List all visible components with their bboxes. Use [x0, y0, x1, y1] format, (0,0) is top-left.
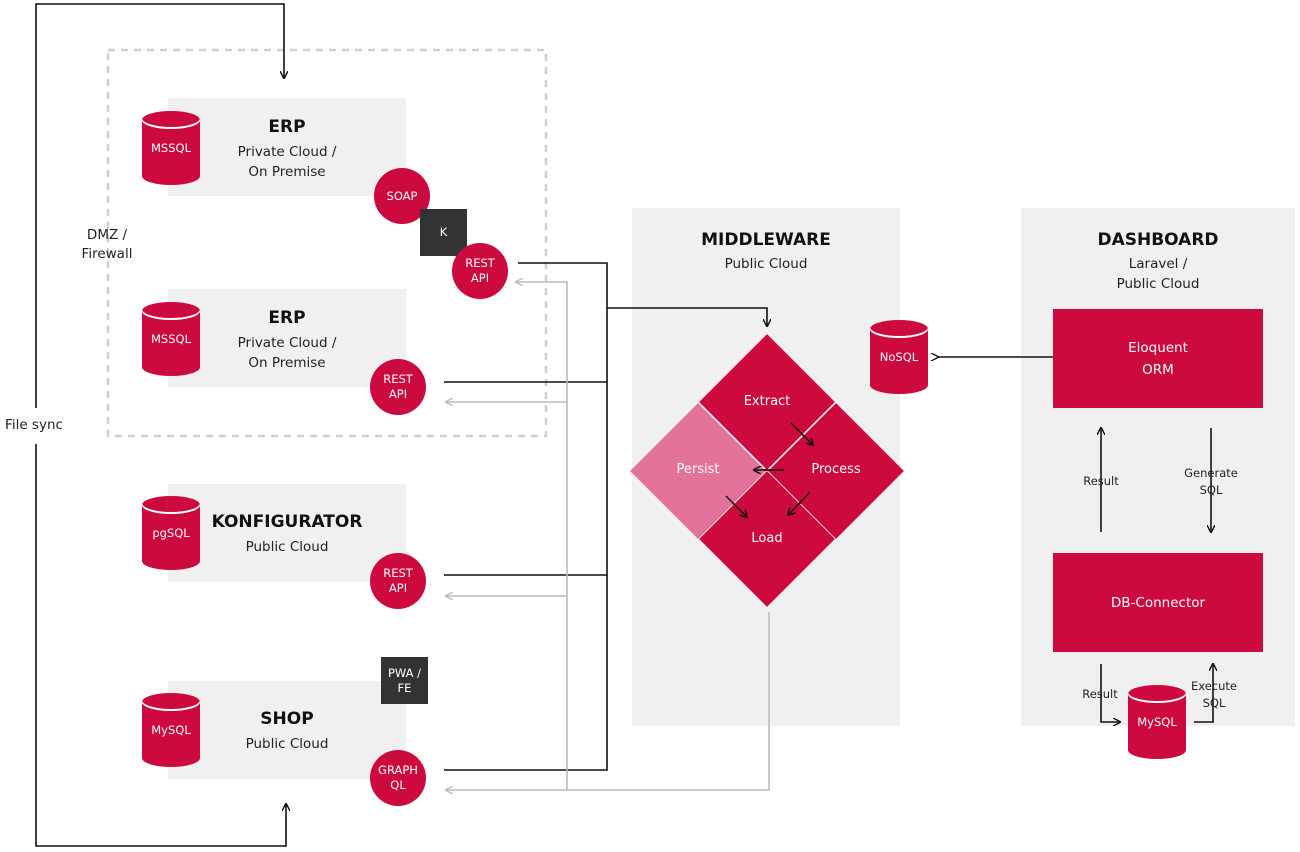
erp1-database-icon: MSSQL: [142, 111, 200, 185]
dmz-label-line1: DMZ /: [86, 227, 128, 243]
result-lower-label: Result: [1082, 687, 1118, 701]
dashboard-mysql-database-icon: MySQL: [1128, 685, 1186, 759]
dashboard-subtitle-line1: Laravel /: [1128, 256, 1188, 272]
dashboard-title: DASHBOARD: [1097, 230, 1219, 250]
shop-panel: [168, 681, 406, 779]
shop-database-icon: MySQL: [142, 693, 200, 767]
process-label: Process: [811, 462, 861, 477]
erp1-k-box: K: [420, 209, 467, 256]
shop-subtitle: Public Cloud: [245, 736, 329, 752]
result-upper-label: Result: [1083, 474, 1119, 488]
erp2-panel: [168, 289, 406, 387]
erp1-subtitle-line2: On Premise: [248, 164, 326, 180]
db-connector-box: DB-Connector: [1053, 553, 1263, 652]
execute-sql-label-line1: Execute: [1191, 679, 1237, 693]
konfigurator-database-icon: pgSQL: [142, 496, 200, 570]
generate-sql-label-line2: SQL: [1199, 483, 1223, 497]
erp2-subtitle-line2: On Premise: [248, 355, 326, 371]
file-sync-label: File sync: [0, 415, 68, 435]
erp2-title: ERP: [268, 308, 306, 328]
konfigurator-subtitle: Public Cloud: [245, 539, 329, 555]
load-label: Load: [751, 531, 783, 546]
dmz-label-line2: Firewall: [81, 246, 133, 262]
erp1-title: ERP: [268, 117, 306, 137]
erp2-subtitle-line1: Private Cloud /: [237, 335, 337, 351]
persist-label: Persist: [676, 462, 720, 477]
middleware-subtitle: Public Cloud: [724, 256, 808, 272]
generate-sql-label-line1: Generate: [1184, 466, 1238, 480]
konfigurator-title: KONFIGURATOR: [211, 512, 363, 532]
extract-label: Extract: [743, 394, 791, 409]
erp1-subtitle-line1: Private Cloud /: [237, 144, 337, 160]
shop-title: SHOP: [260, 709, 314, 729]
middleware-nosql-database-icon: NoSQL: [870, 320, 928, 394]
execute-sql-label-line2: SQL: [1202, 696, 1226, 710]
konfigurator-panel: [168, 484, 406, 582]
shop-pwa-fe-box: PWA /FE: [381, 657, 428, 704]
middleware-title: MIDDLEWARE: [701, 230, 831, 250]
erp1-panel: [168, 98, 406, 196]
dmz-border: [106, 48, 548, 438]
erp2-database-icon: MSSQL: [142, 302, 200, 376]
dashboard-subtitle-line2: Public Cloud: [1116, 276, 1200, 292]
